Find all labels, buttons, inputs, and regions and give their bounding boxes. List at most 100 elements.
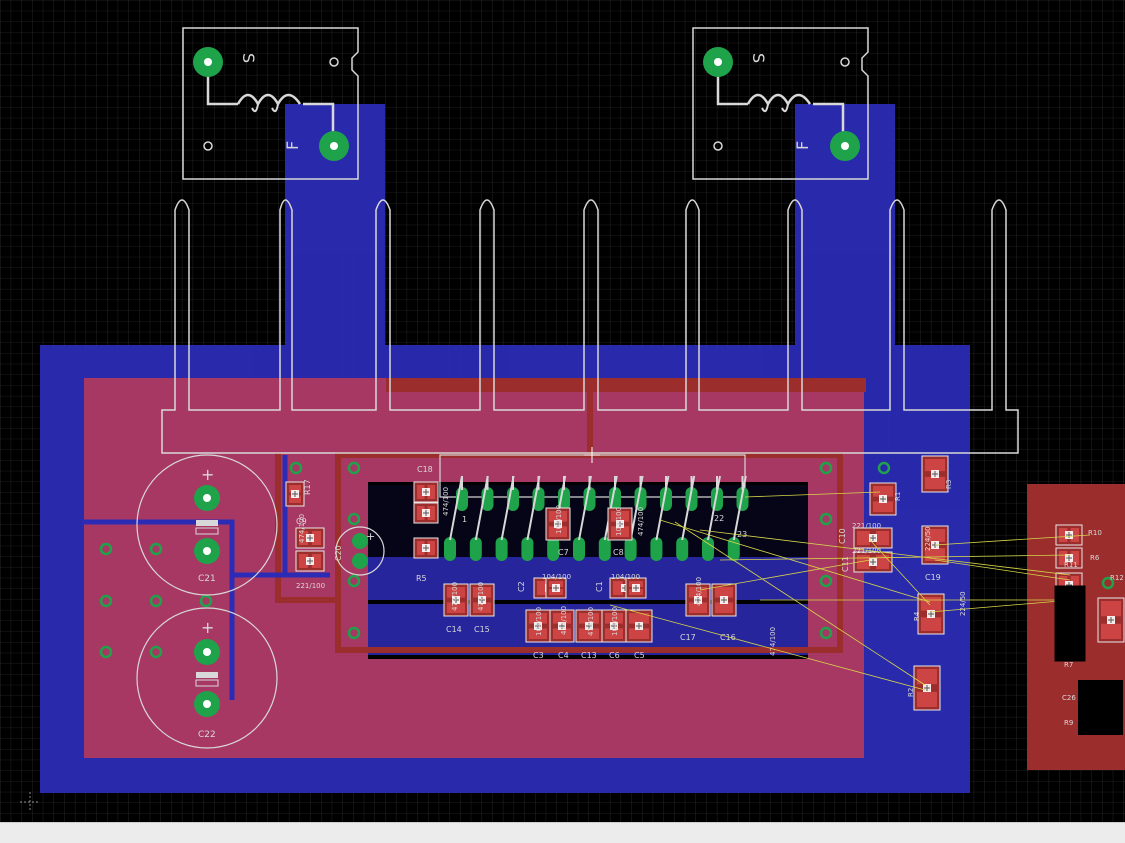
ic-pin-bottom[interactable] <box>469 537 482 561</box>
smd-component[interactable] <box>545 507 571 541</box>
airwires <box>609 491 1091 691</box>
smd-component[interactable] <box>469 583 495 617</box>
status-bar <box>0 822 1125 843</box>
smd-component[interactable] <box>545 577 567 599</box>
origin-marker <box>20 792 40 812</box>
smd-component[interactable] <box>285 481 305 507</box>
smd-component[interactable] <box>413 481 439 503</box>
relay-left-s-label: S <box>239 53 258 63</box>
r5-label: R5 <box>416 574 427 583</box>
ic-pin-bottom[interactable] <box>598 537 611 561</box>
smd-component[interactable] <box>913 665 941 711</box>
ic-header[interactable]: 1 22 23 <box>439 454 749 561</box>
r6-label: R6 <box>1090 554 1100 562</box>
smd-component[interactable] <box>413 502 439 524</box>
smd-component[interactable] <box>921 455 949 493</box>
v474-c14-label: 474/100 <box>451 582 459 611</box>
smd-component[interactable] <box>625 577 647 599</box>
ic-leg <box>474 475 489 541</box>
c13-label: C13 <box>581 651 597 660</box>
v474-bottom-label: 474/100 <box>769 627 777 656</box>
c14-label: C14 <box>446 625 462 634</box>
ic-pin-bottom[interactable] <box>521 537 534 561</box>
smd-component[interactable] <box>853 551 893 573</box>
smd-component[interactable] <box>1097 597 1125 643</box>
v221-right-label: 221/100 <box>852 522 881 530</box>
ic-pin-23-label: 23 <box>737 530 747 539</box>
ic-leg <box>449 475 463 541</box>
pcb-board-svg[interactable]: S F S F + C21 + C22 <box>0 0 1125 822</box>
v104a-label: 104/100 <box>542 573 571 581</box>
smd-component[interactable] <box>625 609 653 643</box>
c7-label: C7 <box>558 548 569 557</box>
c19-label: C19 <box>925 573 941 582</box>
ic-pin-1-label: 1 <box>462 515 467 524</box>
c21-label: C21 <box>198 574 216 584</box>
smd-component[interactable] <box>295 550 325 572</box>
v474-c17-label: 474/100 <box>695 577 703 606</box>
smd-component[interactable] <box>413 537 439 559</box>
v474-left-label: 474/100 <box>298 514 306 543</box>
ic-pin-bottom[interactable] <box>444 537 456 561</box>
smd-component[interactable] <box>917 593 945 635</box>
smd-component[interactable] <box>575 609 603 643</box>
v224b-label: 224/50 <box>959 591 967 616</box>
v474-vert4-label: 474/100 <box>587 607 595 636</box>
r1-label: R1 <box>894 492 902 501</box>
smd-component[interactable] <box>607 507 633 541</box>
smd-component[interactable] <box>1055 524 1083 546</box>
ic-pin-bottom[interactable] <box>650 537 663 561</box>
v474-c18-label: 474/100 <box>442 487 450 516</box>
smd-component[interactable] <box>869 482 897 516</box>
capacitor-c20[interactable]: C20 + <box>334 526 385 576</box>
ic-pin-bottom[interactable] <box>547 537 560 561</box>
relay-right-f-label: F <box>793 141 812 150</box>
c15-label: C15 <box>474 625 490 634</box>
v474-vert6-label: 474/100 <box>637 507 645 536</box>
ic-pin-bottom[interactable] <box>676 537 689 561</box>
c1-label: C1 <box>595 581 604 592</box>
c20-label: C20 <box>334 545 343 561</box>
smd-component[interactable] <box>601 609 627 643</box>
ic-pin-bottom[interactable] <box>495 537 508 561</box>
c5-label: C5 <box>634 651 645 660</box>
c3-label: C3 <box>533 651 544 660</box>
crosshair-marker <box>584 447 600 463</box>
top-layer-trace-strip <box>386 378 866 392</box>
smd-component[interactable] <box>295 527 325 549</box>
ic-pin-22-label: 22 <box>714 514 724 523</box>
c2-label: C2 <box>517 581 526 592</box>
smd-component[interactable] <box>443 583 469 617</box>
via-pads[interactable] <box>289 461 1115 640</box>
c17-label: C17 <box>680 633 696 642</box>
c6-label: C6 <box>609 651 620 660</box>
adjacent-board-parts[interactable] <box>1054 585 1123 735</box>
c22-plus: + <box>201 618 214 637</box>
capacitor-c21[interactable]: + C21 <box>136 454 278 596</box>
r2-label: R2 <box>907 688 915 697</box>
v104-vert3-label: 104/100 <box>615 507 623 536</box>
ic-pin-bottom[interactable] <box>624 537 637 561</box>
bottom-traces <box>82 455 330 700</box>
c16-label: C16 <box>720 633 736 642</box>
r4-label: R4 <box>913 611 921 621</box>
c22-label: C22 <box>198 730 216 740</box>
v104b-label: 104/100 <box>611 573 640 581</box>
r12-label: R12 <box>1110 574 1124 582</box>
smd-component[interactable] <box>525 609 551 643</box>
relay-right[interactable]: S F <box>692 27 869 180</box>
ic-pin-bottom[interactable] <box>702 537 714 561</box>
c10-label: C10 <box>838 528 847 544</box>
r17-label: R17 <box>303 479 312 495</box>
smd-component[interactable] <box>853 527 893 549</box>
v224a-label: 224/50 <box>924 526 932 551</box>
smd-component[interactable] <box>549 609 575 643</box>
ic-pin-bottom[interactable] <box>573 537 585 561</box>
capacitor-c22[interactable]: + C22 <box>136 607 278 749</box>
smd-component[interactable] <box>1055 547 1083 569</box>
relay-left-f-label: F <box>283 141 302 150</box>
relay-left[interactable]: S F <box>182 27 359 180</box>
smd-component[interactable] <box>711 583 737 617</box>
r9-label: R9 <box>1064 719 1073 727</box>
